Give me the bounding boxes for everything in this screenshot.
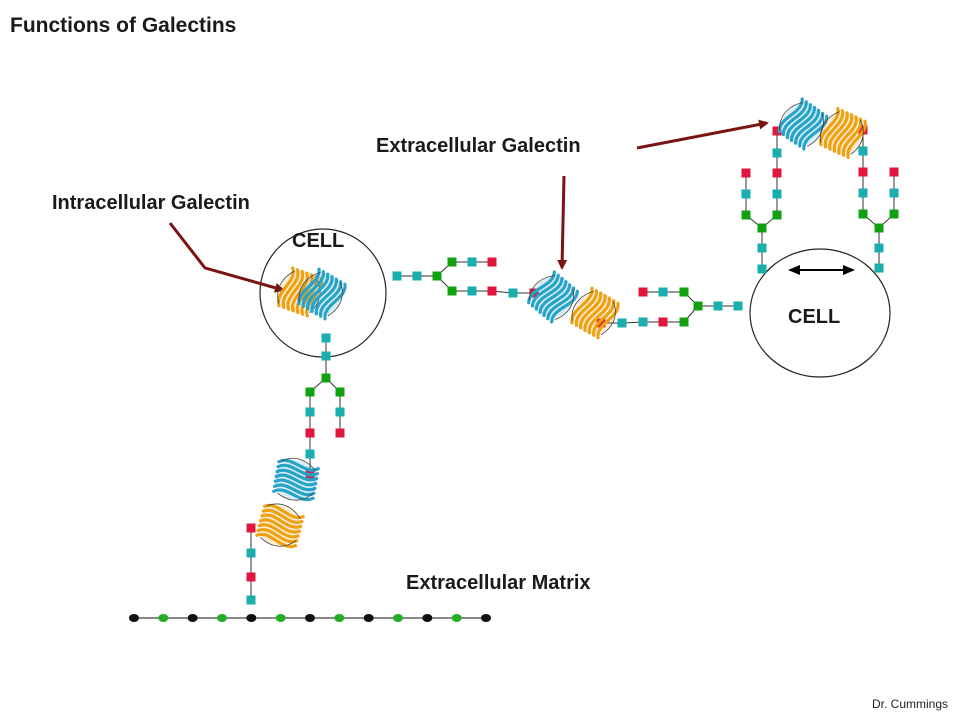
sugar-residue bbox=[741, 168, 751, 178]
arrow-extracellular-down bbox=[557, 175, 568, 270]
galectin-matrix-orange bbox=[255, 503, 305, 549]
sugar-residue bbox=[305, 428, 315, 438]
sugar-residue bbox=[858, 188, 868, 198]
sugar-residue bbox=[858, 167, 868, 177]
label-cell-right: CELL bbox=[788, 306, 841, 328]
sugar-residue bbox=[638, 317, 648, 327]
sugar-residue bbox=[447, 286, 457, 296]
galectin-top-blue bbox=[777, 97, 829, 151]
arrow-intracellular bbox=[168, 222, 285, 293]
sugar-residue bbox=[858, 209, 868, 219]
galectin-matrix-blue bbox=[272, 457, 320, 502]
sugar-residue bbox=[741, 189, 751, 199]
matrix-residue bbox=[187, 614, 198, 622]
label-intracellular-galectin: Intracellular Galectin bbox=[52, 192, 250, 214]
galectin-top-orange bbox=[819, 106, 867, 160]
matrix-residue bbox=[363, 614, 374, 622]
sugar-residue bbox=[679, 287, 689, 297]
sugar-residue bbox=[392, 271, 402, 281]
sugar-residue bbox=[321, 373, 331, 383]
sugar-residue bbox=[757, 243, 767, 253]
sugar-residue bbox=[335, 428, 345, 438]
sugar-residue bbox=[889, 209, 899, 219]
sugar-residue bbox=[693, 301, 703, 311]
sugar-residue bbox=[858, 146, 868, 156]
matrix-residue bbox=[217, 614, 227, 622]
arrow-extracellular-right bbox=[636, 119, 769, 150]
page-title: Functions of Galectins bbox=[10, 14, 237, 37]
sugar-residue bbox=[772, 148, 782, 158]
sugar-residue bbox=[305, 407, 315, 417]
extracellular-matrix-chain bbox=[129, 614, 491, 622]
sugar-residue bbox=[638, 287, 648, 297]
sugar-residue bbox=[596, 318, 606, 328]
sugar-residue bbox=[508, 288, 518, 298]
sugar-residue bbox=[658, 287, 668, 297]
matrix-residue bbox=[158, 614, 169, 622]
matrix-residue bbox=[246, 614, 257, 622]
sugar-residue bbox=[321, 351, 331, 361]
sugar-residue bbox=[757, 264, 767, 274]
matrix-residue bbox=[129, 614, 139, 622]
sugar-residue bbox=[874, 243, 884, 253]
sugar-residue bbox=[617, 318, 627, 328]
sugar-residue bbox=[679, 317, 689, 327]
sugar-residue bbox=[741, 210, 751, 220]
matrix-residue bbox=[422, 614, 433, 622]
sugar-residue bbox=[772, 189, 782, 199]
sugar-residue bbox=[321, 333, 331, 343]
sugar-residue bbox=[467, 257, 477, 267]
sugar-residue bbox=[467, 286, 477, 296]
sugar-residue bbox=[447, 257, 457, 267]
sugar-residue bbox=[757, 223, 767, 233]
sugar-residue bbox=[335, 387, 345, 397]
sugar-residue bbox=[772, 210, 782, 220]
sugar-residue bbox=[733, 301, 743, 311]
label-extracellular-matrix: Extracellular Matrix bbox=[406, 572, 591, 594]
matrix-residue bbox=[334, 614, 345, 622]
sugar-residue bbox=[487, 286, 497, 296]
sugar-residue bbox=[874, 263, 884, 273]
sugar-residue bbox=[246, 548, 256, 558]
sugar-residue bbox=[305, 387, 315, 397]
sugar-residue bbox=[772, 126, 782, 136]
sugar-residue bbox=[713, 301, 723, 311]
matrix-residue bbox=[393, 614, 403, 622]
sugar-residue bbox=[246, 523, 256, 533]
sugar-residue bbox=[874, 223, 884, 233]
galectin-extracellular-orange bbox=[570, 286, 620, 340]
sugar-residue bbox=[246, 572, 256, 582]
cell-right-membrane bbox=[749, 248, 891, 378]
matrix-residue bbox=[305, 614, 315, 622]
sugar-residue bbox=[889, 167, 899, 177]
sugar-residue bbox=[772, 168, 782, 178]
matrix-residue bbox=[451, 614, 462, 622]
label-cell-left: CELL bbox=[292, 230, 345, 252]
galectin-intracellular-blue bbox=[297, 267, 347, 321]
galectin-proteins bbox=[255, 97, 867, 549]
sugar-residue bbox=[246, 595, 256, 605]
sugar-residue bbox=[487, 257, 497, 267]
galectin-extracellular-blue bbox=[527, 270, 579, 324]
sugar-residue bbox=[305, 449, 315, 459]
glycan-chains bbox=[246, 125, 899, 605]
sugar-residue bbox=[889, 188, 899, 198]
sugar-residue bbox=[658, 317, 668, 327]
label-extracellular-galectin: Extracellular Galectin bbox=[376, 135, 581, 157]
credit-text: Dr. Cummings bbox=[871, 697, 948, 711]
sugar-residue bbox=[412, 271, 422, 281]
sugar-residue bbox=[432, 271, 442, 281]
matrix-residue bbox=[275, 614, 286, 622]
sugar-residue bbox=[335, 407, 345, 417]
matrix-residue bbox=[481, 614, 491, 622]
